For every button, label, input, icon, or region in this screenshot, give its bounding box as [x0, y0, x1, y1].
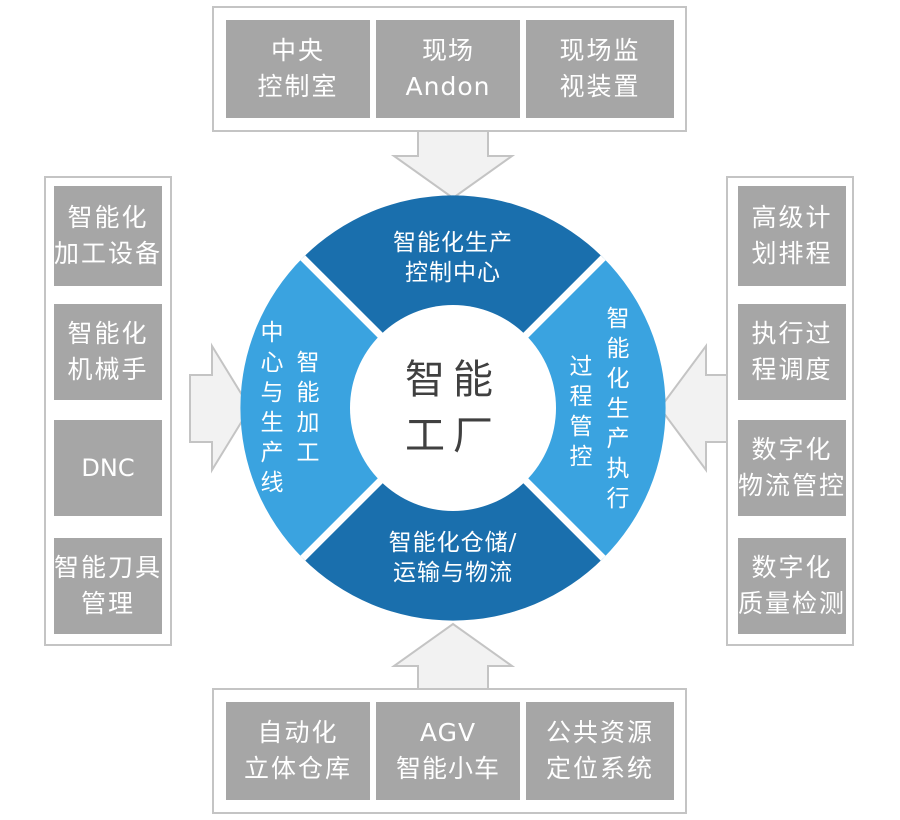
box-smart-machining-equipment: 智能化 加工设备	[54, 186, 162, 286]
box-onsite-andon: 现场 Andon	[376, 20, 520, 118]
box-dnc: DNC	[54, 420, 162, 516]
top-panel: 中央 控制室 现场 Andon 现场监 视装置	[212, 6, 687, 132]
box-digital-logistics-control: 数字化 物流管控	[738, 420, 846, 516]
ring-label-top: 智能化生产 控制中心	[393, 230, 513, 286]
box-onsite-monitoring-device: 现场监 视装置	[526, 20, 674, 118]
box-smart-tool-management: 智能刀具 管理	[54, 538, 162, 634]
right-panel: 高级计 划排程 执行过 程调度 数字化 物流管控 数字化 质量检测	[726, 176, 854, 646]
arrow-bottom-up	[390, 622, 516, 691]
arrow-right-left	[658, 342, 729, 474]
ring-divider-se	[521, 476, 606, 561]
center-label: 智能 工厂	[405, 357, 501, 459]
ring-label-left-outer: 中 心 与 生 产 线	[260, 320, 284, 496]
bottom-panel: 自动化 立体仓库 AGV 智能小车 公共资源 定位系统	[212, 688, 687, 814]
ring-label-right-outer: 智 能 化 生 产 执 行	[606, 306, 630, 512]
box-automated-warehouse: 自动化 立体仓库	[226, 702, 370, 800]
ring-label-right-inner: 过 程 管 控	[569, 354, 593, 470]
ring-divider-ne	[521, 255, 606, 340]
ring-segment-bottom	[302, 479, 604, 621]
box-digital-quality-inspection: 数字化 质量检测	[738, 538, 846, 634]
ring-divider-sw	[300, 476, 385, 561]
ring-segment-left	[240, 257, 382, 559]
box-smart-manipulator: 智能化 机械手	[54, 304, 162, 400]
box-central-control-room: 中央 控制室	[226, 20, 370, 118]
box-agv-cart: AGV 智能小车	[376, 702, 520, 800]
ring-center-disc	[350, 305, 556, 511]
ring-segment-right	[524, 257, 666, 559]
arrow-top-down	[390, 129, 516, 200]
box-execution-dispatch: 执行过 程调度	[738, 304, 846, 400]
arrow-left-right	[189, 342, 252, 474]
box-resource-positioning: 公共资源 定位系统	[526, 702, 674, 800]
ring-divider-nw	[300, 255, 385, 340]
left-panel: 智能化 加工设备 智能化 机械手 DNC 智能刀具 管理	[44, 176, 172, 646]
ring-label-left-inner: 智 能 加 工	[296, 350, 320, 466]
ring-segment-top	[302, 195, 604, 337]
ring-label-bottom: 智能化仓储/ 运输与物流	[388, 530, 518, 586]
box-advanced-scheduling: 高级计 划排程	[738, 186, 846, 286]
